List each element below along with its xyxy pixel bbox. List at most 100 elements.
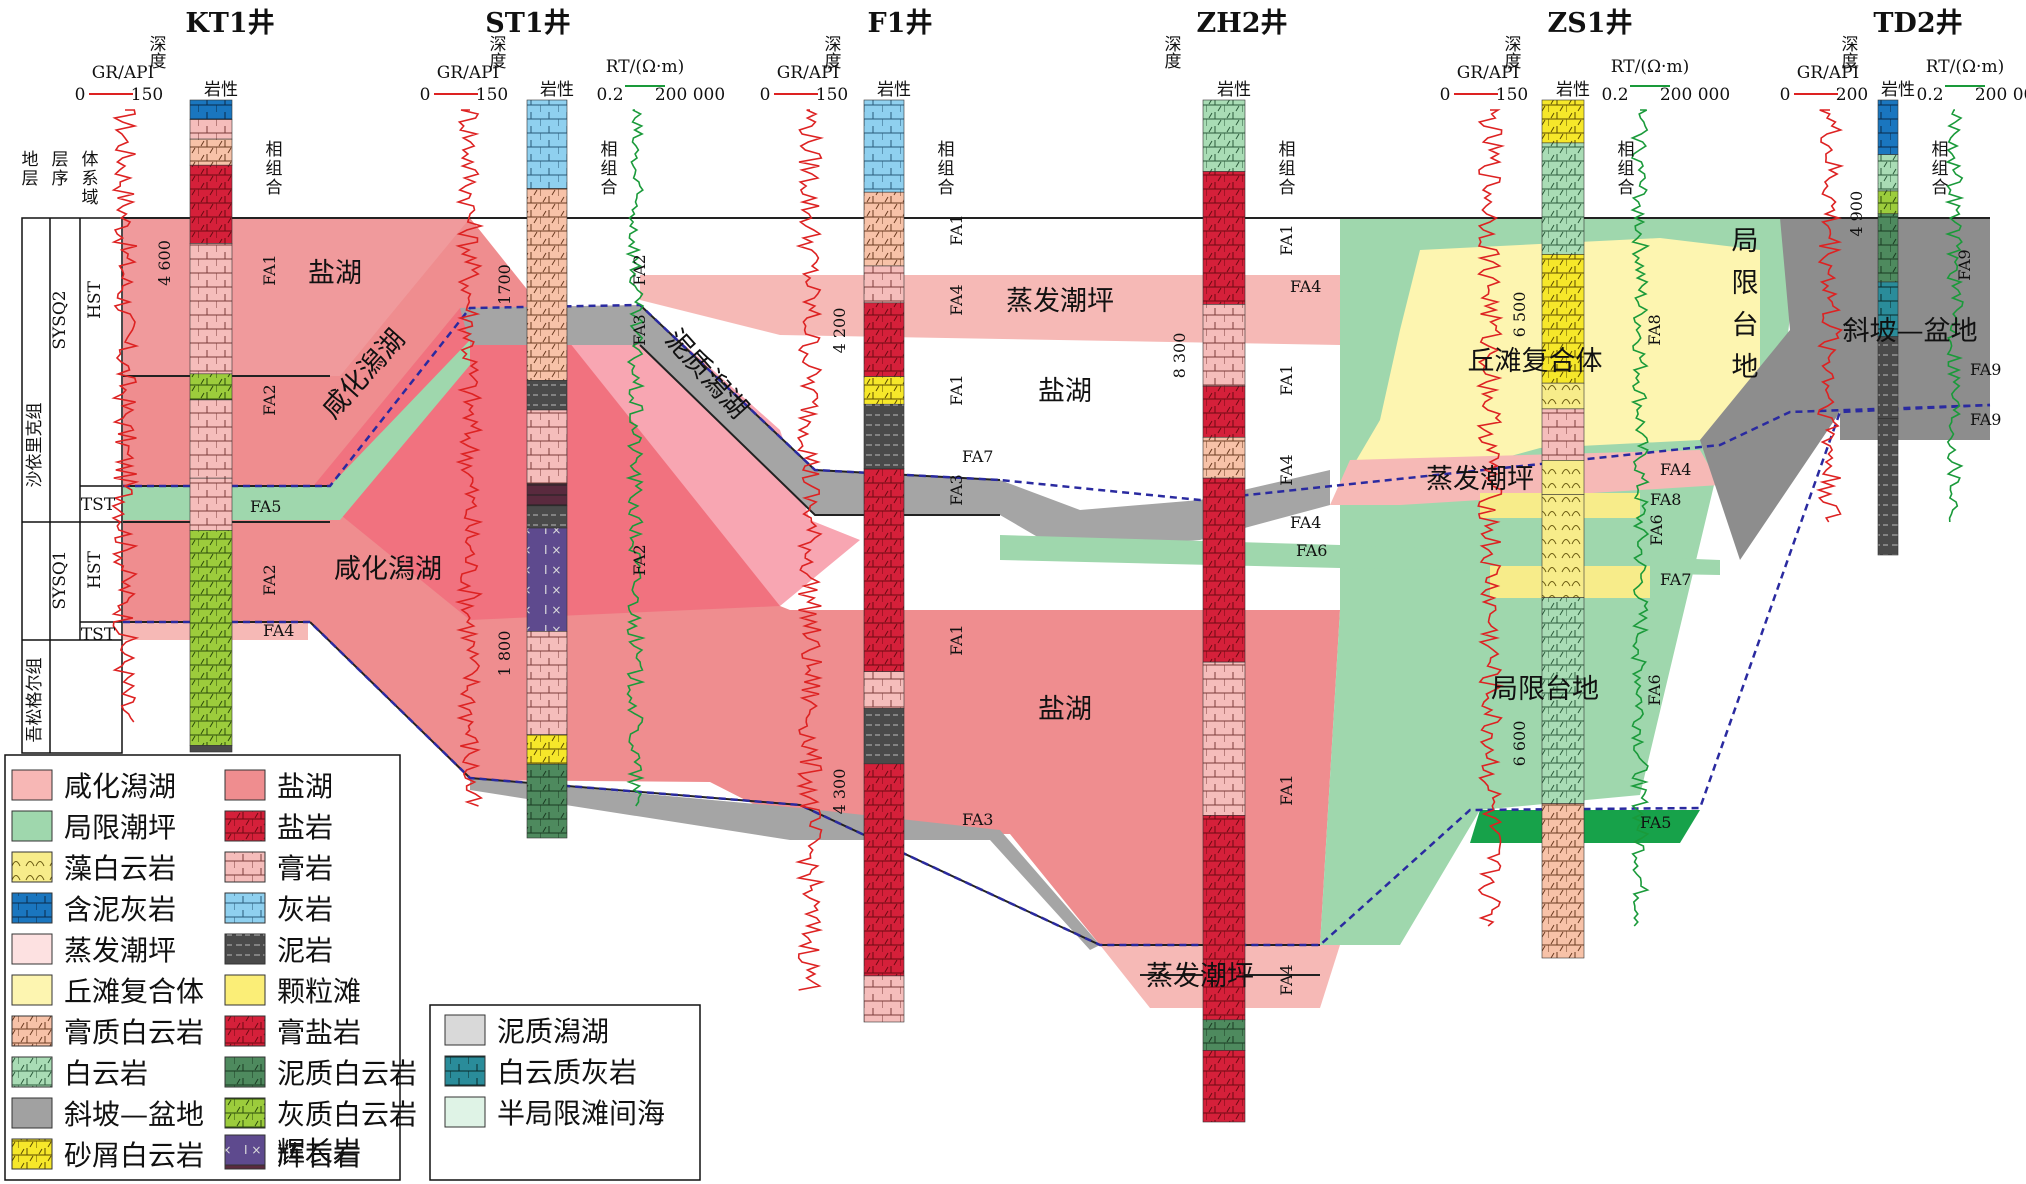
fa-zh2-3: FA4	[1277, 454, 1296, 485]
legend-swatch-11	[224, 974, 266, 1006]
gr-header-0: GR/API	[92, 63, 155, 83]
lith-0-2	[189, 138, 233, 166]
depth-header-2: 深度	[825, 35, 842, 72]
lith-5-1	[1877, 154, 1899, 192]
facies-header-4-char: 组	[1618, 159, 1635, 179]
lith-1-7	[526, 631, 568, 735]
depth-mark-4-0: 6 500	[1510, 292, 1529, 338]
legend-swatch-23	[444, 1096, 486, 1128]
gr-min-2: 0	[760, 85, 771, 105]
fa-zh2-1: FA4	[1290, 277, 1321, 296]
zone-label-evap_flat_2: 蒸发潮坪	[1146, 961, 1254, 992]
rt-curve-5	[1944, 109, 1965, 523]
facies-header-3: 相组合	[1279, 140, 1296, 198]
legend-label-3: 盐岩	[277, 811, 333, 844]
legend-swatch-1	[224, 769, 266, 801]
strat-header-0-char: 地	[22, 150, 39, 170]
fa-zh2-6: FA1	[1277, 774, 1296, 805]
lith-2-4	[863, 376, 905, 405]
gr-max-0: 150	[131, 85, 163, 105]
facies-header-0-char: 组	[266, 159, 283, 179]
rt-max-1: 200 000	[655, 85, 725, 105]
legend-swatch-13	[224, 1015, 266, 1047]
legend-label-4: 藻白云岩	[64, 852, 176, 885]
lith-0-3	[189, 164, 233, 244]
rt-max-5: 200 000	[1975, 85, 2026, 105]
fa-st1-2: FA2	[630, 544, 649, 575]
legend-swatch-5	[224, 851, 266, 883]
rt-header-5: RT/(Ω·m)	[1926, 57, 2004, 77]
lith-5-3	[1877, 213, 1899, 283]
lith-3-8	[1202, 1019, 1246, 1051]
legend-swatch-21	[11, 1138, 53, 1170]
facies-header-4-char: 相	[1618, 140, 1635, 160]
lith-3-9	[1202, 1050, 1246, 1123]
lith-1-6	[526, 527, 568, 632]
depth-header-5: 深度	[1842, 35, 1859, 72]
zone-label-shoal_complex: 丘滩复合体	[1468, 346, 1603, 377]
zone-label-muddy_lagoon: 泥质潟湖	[659, 324, 754, 425]
gr-curve-0	[111, 109, 140, 723]
depth-mark-2-1: 4 300	[830, 769, 849, 815]
strat-header-1: 层序	[52, 150, 69, 189]
lith-5-5	[1877, 336, 1899, 419]
fa-f1-4: FA3	[947, 474, 966, 505]
facies-header-5-char: 相	[1932, 140, 1949, 160]
legend-swatch-2	[11, 810, 53, 842]
fa-kt1-3: FA2	[260, 564, 279, 595]
facies-header-2-char: 组	[938, 159, 955, 179]
fa-f1-6: FA3	[962, 810, 993, 829]
strat-header-2: 体系域	[82, 150, 99, 208]
legend-swatch-14	[444, 1014, 486, 1046]
tract-tst-lower: TST	[81, 625, 116, 645]
well-name-0: KT1井	[185, 8, 274, 39]
legend-swatch-20	[444, 1055, 486, 1087]
facies-header-0-char: 合	[266, 178, 283, 198]
depth-header-1: 深度	[490, 35, 507, 72]
depth-header-3-char: 度	[1165, 52, 1182, 72]
depth-mark-3-0: 8 300	[1170, 333, 1189, 379]
legend-label-13: 膏盐岩	[277, 1016, 361, 1049]
zone-label-restricted_platform_1-char: 限	[1732, 268, 1759, 299]
rt-curve-1	[625, 109, 646, 807]
facies-header-4-char: 合	[1618, 178, 1635, 198]
depth-header-0-char: 深	[150, 35, 167, 55]
legend-label-7: 灰岩	[277, 893, 333, 926]
zone-evap-flat-zs1	[1330, 450, 1720, 505]
lith-0-1	[189, 119, 233, 140]
lith-3-1	[1202, 171, 1246, 305]
lith-1-2	[526, 380, 568, 411]
fa-zs1-6: FA5	[1640, 813, 1671, 832]
facies-header-0: 相组合	[266, 140, 283, 198]
legend-label-15: 泥质白云岩	[277, 1057, 417, 1090]
legend-label-5: 膏岩	[277, 852, 333, 885]
legend-label-6: 含泥灰岩	[64, 893, 176, 926]
well-name-2: F1井	[868, 8, 933, 39]
facies-header-1-char: 相	[601, 140, 618, 160]
legend-swatch-8	[11, 933, 53, 965]
depth-header-1-char: 度	[490, 52, 507, 72]
fa-td2-0: FA9	[1955, 249, 1974, 280]
lith-header-3: 岩性	[1217, 80, 1251, 100]
formation-upper: 沙依里克组	[25, 403, 45, 488]
fa-zh2-0: FA1	[1277, 224, 1296, 255]
gr-min-5: 0	[1780, 85, 1791, 105]
rt-header-4: RT/(Ω·m)	[1611, 57, 1689, 77]
legend-swatch-9	[224, 933, 266, 965]
lith-0-6	[189, 399, 233, 479]
well-name-4: ZS1井	[1548, 8, 1633, 39]
facies-header-3-char: 组	[1279, 159, 1296, 179]
lith-2-3	[863, 302, 905, 377]
legend-label-2: 局限潮坪	[64, 811, 176, 844]
fa-zs1-1: FA4	[1660, 460, 1691, 479]
legend-swatch-17	[224, 1097, 266, 1129]
facies-header-4: 相组合	[1618, 140, 1635, 198]
gr-header-4: GR/API	[1457, 63, 1520, 83]
legend-swatch-16	[11, 1056, 53, 1088]
legend-label-10: 丘滩复合体	[64, 975, 204, 1008]
facies-header-5-char: 组	[1932, 159, 1949, 179]
facies-header-5-char: 合	[1932, 178, 1949, 198]
fa-td2-1: FA9	[1970, 360, 2001, 379]
